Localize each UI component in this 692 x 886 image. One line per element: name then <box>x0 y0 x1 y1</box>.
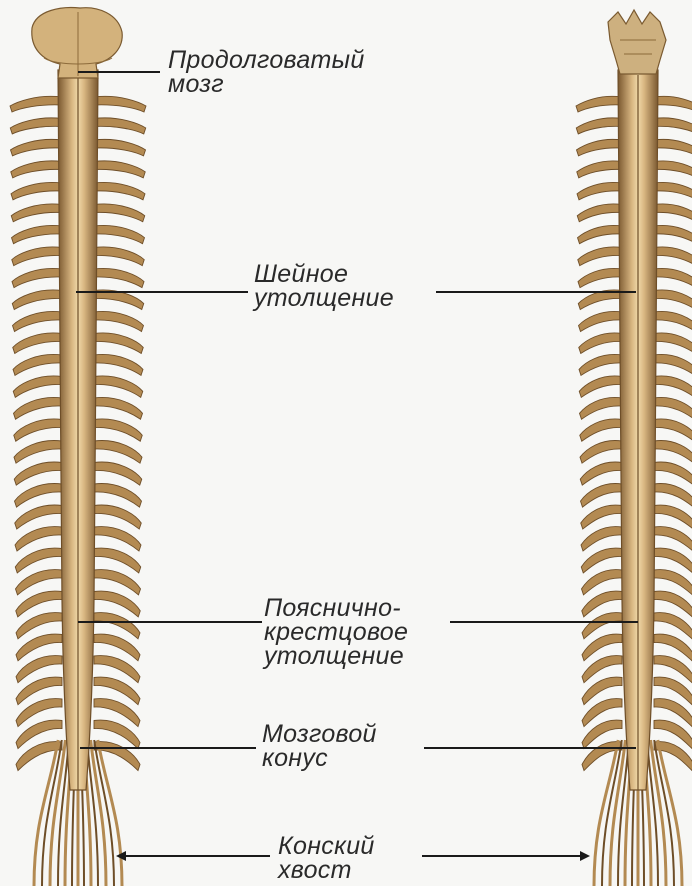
nerve-root <box>654 139 692 156</box>
nerve-root <box>654 376 692 397</box>
nerve-root <box>654 527 692 551</box>
nerve-root <box>12 268 62 287</box>
nerve-root <box>580 397 623 419</box>
nerve-root <box>94 333 143 353</box>
nerve-root <box>579 333 622 353</box>
nerve-root <box>94 397 143 419</box>
nerve-root <box>654 462 692 485</box>
nerve-root <box>94 225 145 243</box>
nerve-root <box>94 182 145 199</box>
nerve-root <box>94 527 141 551</box>
nerve-root <box>577 161 622 178</box>
nerve-root <box>13 376 62 397</box>
nerve-root <box>577 182 622 199</box>
nerve-root <box>94 96 146 112</box>
nerve-root <box>581 527 622 551</box>
nerve-root <box>94 139 146 156</box>
nerve-root <box>654 247 692 266</box>
nerve-root <box>12 290 62 310</box>
nerve-root <box>94 311 144 331</box>
nerve-root <box>94 505 141 529</box>
nerve-root <box>580 441 622 464</box>
nerve-root <box>13 311 63 331</box>
nerve-root <box>94 118 146 134</box>
nerve-root <box>94 268 144 287</box>
nerve-root <box>94 484 142 508</box>
nerve-root <box>10 118 62 134</box>
right-brainstem <box>608 10 666 74</box>
nerve-root <box>654 484 692 508</box>
nerve-root <box>654 311 692 331</box>
nerve-root <box>654 290 692 310</box>
nerve-root <box>15 484 63 508</box>
nerve-root <box>576 118 622 134</box>
nerve-root <box>576 96 622 112</box>
nerve-root <box>654 118 692 134</box>
nerve-root <box>14 441 62 464</box>
nerve-root <box>579 354 622 375</box>
nerve-root <box>11 161 62 178</box>
nerve-root <box>11 139 63 156</box>
nerve-root <box>12 225 63 243</box>
nerve-root <box>94 204 145 222</box>
nerve-root <box>10 96 62 112</box>
nerve-root <box>94 247 144 266</box>
nerve-root <box>579 376 622 397</box>
nerve-root <box>13 333 62 353</box>
nerve-root <box>578 268 622 287</box>
nerve-root <box>578 225 623 243</box>
nerve-root <box>94 462 142 485</box>
nerve-root <box>580 419 622 441</box>
nerve-root <box>654 419 692 441</box>
label-medulla-oblongata: Продолговатый мозг <box>168 48 365 96</box>
nerve-root <box>13 354 62 375</box>
nerve-root <box>11 182 62 199</box>
nerve-root <box>15 505 62 529</box>
nerve-root <box>14 462 62 485</box>
nerve-root <box>94 376 143 397</box>
spinal-cord-posterior-view <box>576 10 692 886</box>
nerve-root <box>581 484 623 508</box>
nerve-root <box>654 505 692 529</box>
nerve-root <box>654 182 692 199</box>
nerve-root <box>579 311 623 331</box>
nerve-root <box>654 268 692 287</box>
label-cervical-enlargement: Шейное утолщение <box>254 262 394 310</box>
nerve-root <box>580 462 622 485</box>
nerve-root <box>14 397 63 419</box>
nerve-root <box>654 333 692 353</box>
nerve-root <box>654 397 692 419</box>
nerve-root <box>94 354 143 375</box>
nerve-root <box>577 204 622 222</box>
nerve-root <box>94 441 142 464</box>
nerve-root <box>654 161 692 178</box>
nerve-root <box>654 441 692 464</box>
nerve-root <box>654 354 692 375</box>
label-conus-medullaris: Мозговой конус <box>262 722 377 770</box>
nerve-root <box>581 505 622 529</box>
nerve-root <box>14 419 62 441</box>
arrowhead-cauda-right <box>580 851 590 861</box>
nerve-root <box>578 247 622 266</box>
label-cauda-equina: Конский хвост <box>278 834 375 882</box>
nerve-root <box>15 527 62 551</box>
nerve-root <box>12 247 62 266</box>
nerve-root <box>654 96 692 112</box>
spinal-cord-anterior-view <box>10 8 146 886</box>
nerve-root <box>11 204 62 222</box>
nerve-root <box>94 161 145 178</box>
left-brainstem <box>32 8 122 78</box>
nerve-root <box>654 204 692 222</box>
nerve-root <box>94 419 142 441</box>
label-lumbosacral-enlargement: Пояснично- крестцовое утолщение <box>264 596 408 668</box>
nerve-root <box>577 139 623 156</box>
nerve-root <box>654 225 692 243</box>
